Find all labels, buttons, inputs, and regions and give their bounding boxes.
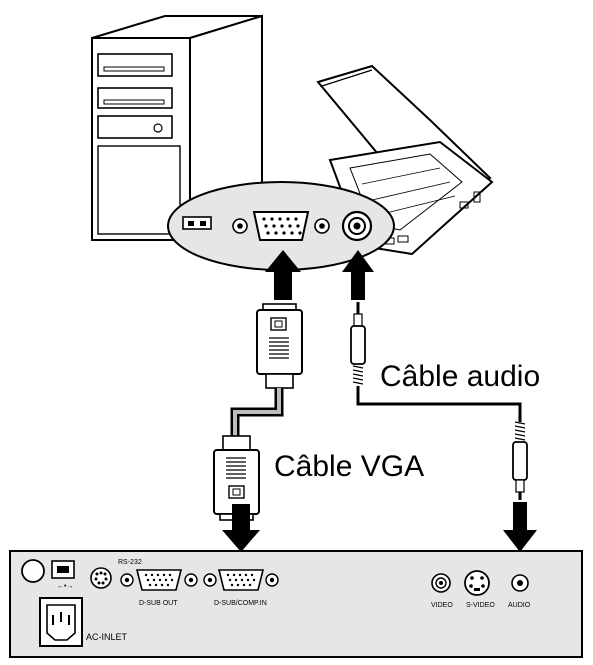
svideo-label: S-VIDEO — [466, 602, 495, 609]
svideo-port-icon — [464, 570, 490, 596]
rs232-port-icon — [90, 567, 112, 589]
audio-cable — [350, 302, 528, 500]
dsub-out-label: D-SUB OUT — [139, 600, 178, 607]
audio-port-icon — [511, 574, 529, 592]
desktop-tower — [91, 14, 263, 242]
usb-port-icon — [51, 560, 75, 579]
kensington-lock-icon — [21, 559, 45, 583]
vga-cable — [213, 303, 303, 521]
usb-symbol: ←•→ — [57, 583, 73, 590]
audio-label: AUDIO — [508, 602, 531, 609]
dsub-out-port-icon — [120, 569, 198, 591]
ac-inlet-label: AC-INLET — [86, 632, 128, 642]
audio-cable-label: Câble audio — [380, 360, 540, 393]
projector-rear-panel: ←•→ RS-232 D-SUB OUT — [9, 550, 583, 658]
dsub-comp-in-port-icon — [203, 569, 279, 591]
usb-port-icon — [182, 216, 212, 230]
audio-down-arrow — [503, 502, 537, 552]
vga-up-arrow — [265, 250, 301, 300]
video-port-icon — [431, 573, 451, 593]
video-label: VIDEO — [431, 602, 453, 609]
ac-inlet-icon — [39, 597, 83, 647]
vga-down-arrow — [222, 504, 260, 552]
rs232-label: RS-232 — [118, 559, 142, 566]
vga-port-icon — [232, 211, 330, 241]
dsub-comp-in-label: D-SUB/COMP.IN — [214, 600, 267, 607]
pc-port-panel — [167, 181, 395, 271]
audio-jack-icon — [341, 210, 373, 242]
vga-cable-label: Câble VGA — [274, 450, 424, 483]
audio-up-arrow — [342, 250, 374, 300]
